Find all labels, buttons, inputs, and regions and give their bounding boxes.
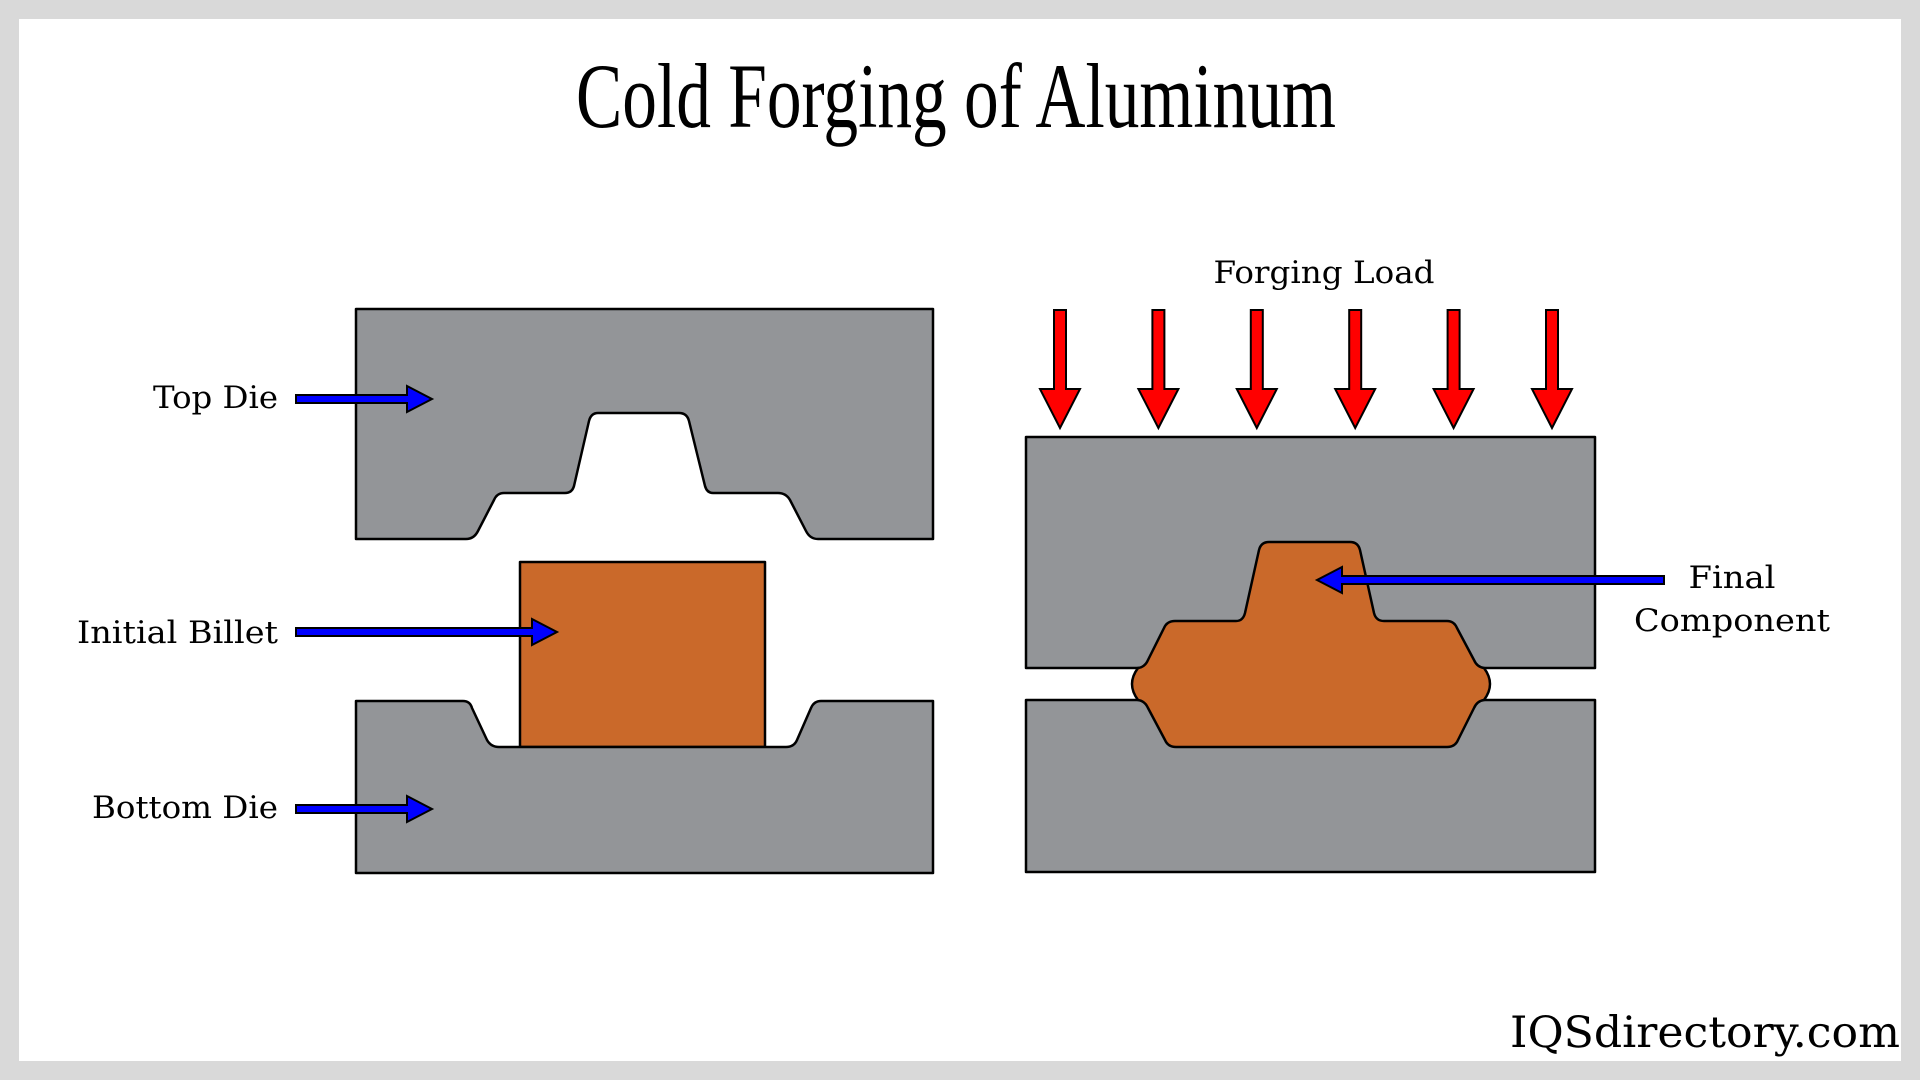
label-component: Component <box>1634 603 1831 639</box>
top-die-pointer-arrow-icon <box>295 384 435 414</box>
forging-load-arrow-icon <box>1431 309 1476 431</box>
right-diagram: Forging Load Final Component <box>1024 255 1831 874</box>
label-initial-billet: Initial Billet <box>77 615 279 651</box>
page-title: Cold Forging of Aluminum <box>576 45 1336 147</box>
top-die <box>354 307 935 541</box>
final-component-pointer-arrow-icon <box>1314 565 1665 595</box>
billet-pointer-arrow-icon <box>295 617 560 647</box>
card-background <box>19 19 1901 1061</box>
bottom-die <box>354 699 935 875</box>
watermark-logo: IQSdirectory.com <box>1510 1008 1900 1058</box>
label-forging-load: Forging Load <box>1214 255 1435 291</box>
forging-load-arrow-icon <box>1333 309 1377 431</box>
final-component <box>1130 540 1492 749</box>
initial-billet <box>518 560 767 749</box>
forging-load-arrow-icon <box>1235 309 1279 431</box>
forging-load-arrow-icon <box>1530 309 1574 431</box>
label-bottom-die: Bottom Die <box>92 790 278 826</box>
label-final: Final <box>1689 560 1776 596</box>
forging-load-arrows <box>1038 309 1574 431</box>
left-diagram: Top Die Initial Billet Bottom Die <box>77 307 935 875</box>
forging-load-arrow-icon <box>1136 309 1181 431</box>
forging-load-arrow-icon <box>1038 309 1082 431</box>
bottom-die-pointer-arrow-icon <box>295 794 435 824</box>
label-top-die: Top Die <box>153 380 278 416</box>
